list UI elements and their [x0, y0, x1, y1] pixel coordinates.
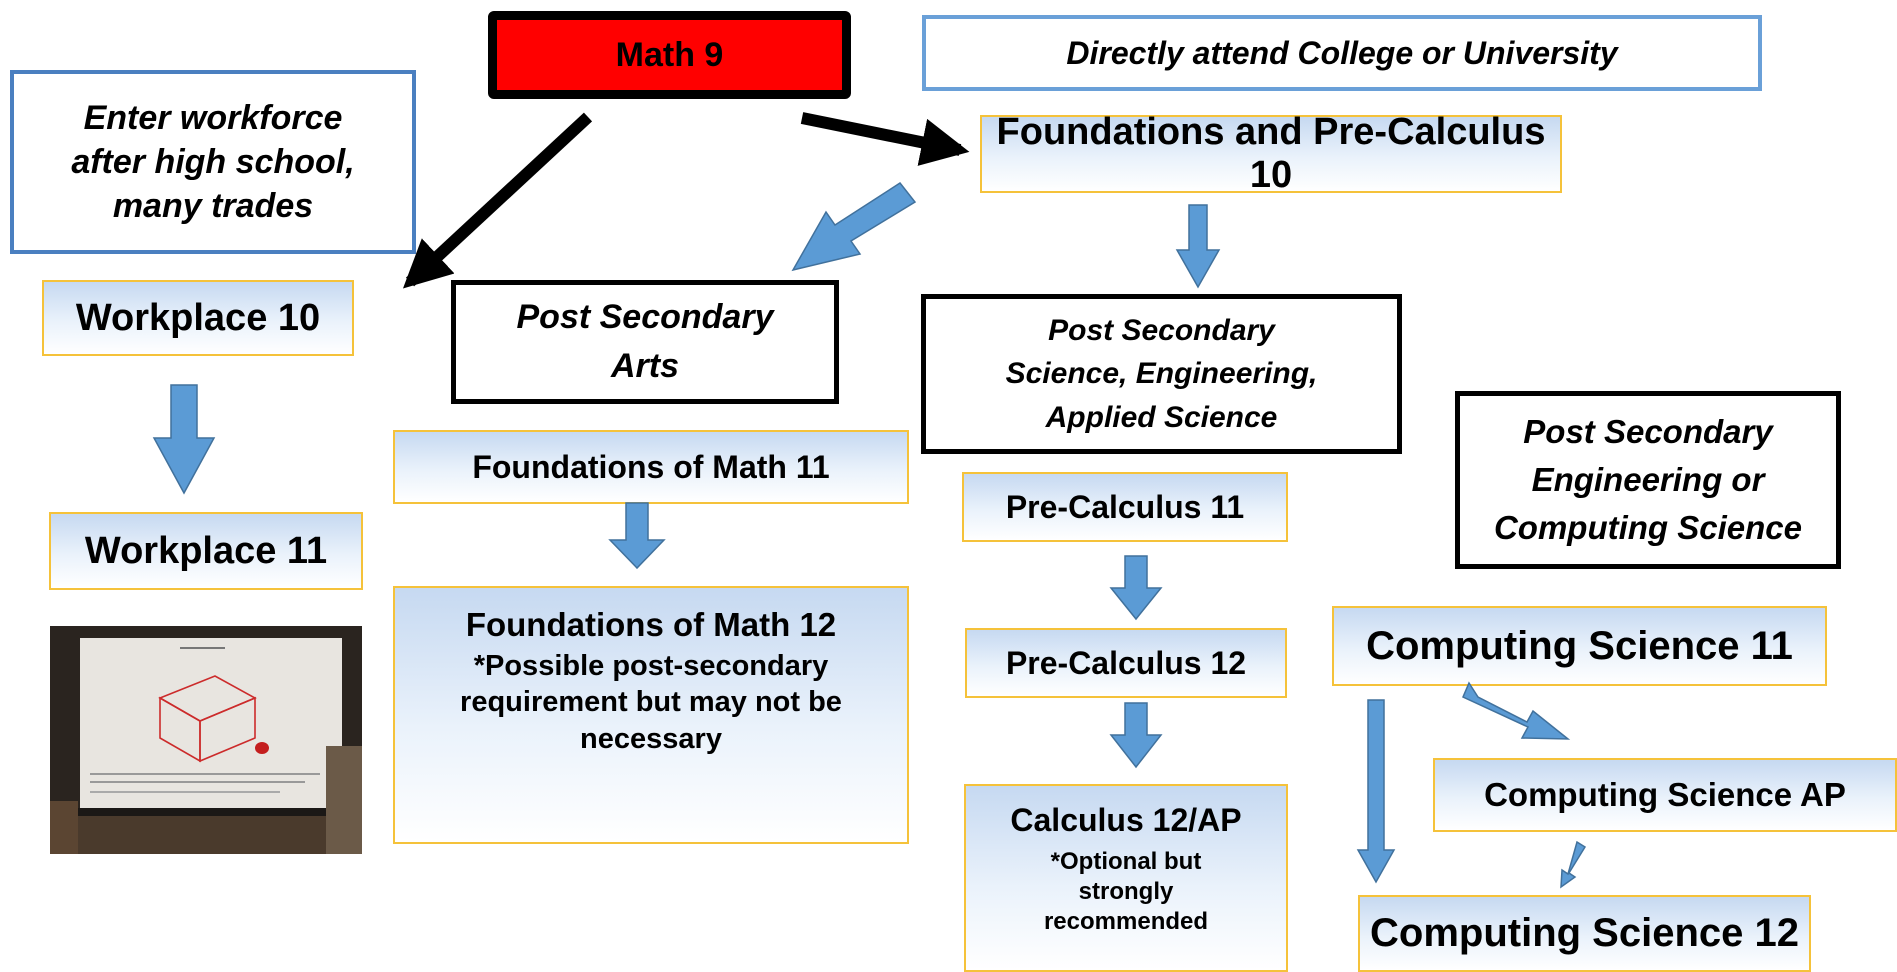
science-line-3: Applied Science [1045, 400, 1278, 434]
arrow-fom11-to-fom12 [608, 502, 666, 570]
arrow-math9-to-workplace10 [402, 112, 593, 289]
science-line-1: Post Secondary [1048, 313, 1275, 347]
precalc11-label: Pre-Calculus 11 [1005, 488, 1245, 525]
cs12-label: Computing Science 12 [1370, 911, 1799, 955]
science-pathway-box: Post Secondary Science, Engineering, App… [921, 294, 1402, 454]
fom12-note-2: requirement but may not be [460, 686, 842, 719]
arrow-math9-to-fpc10 [800, 112, 970, 166]
fpc10-box: Foundations and Pre-Calculus 10 [980, 111, 1562, 196]
engcs-line-2: Engineering or [1531, 461, 1765, 499]
science-line-2: Science, Engineering, [1005, 357, 1318, 391]
cs12-box: Computing Science 12 [1358, 895, 1811, 972]
fom11-box: Foundations of Math 11 [393, 430, 909, 504]
precalc12-label: Pre-Calculus 12 [1005, 644, 1247, 681]
workforce-line-2: after high school, [71, 142, 355, 181]
workforce-line-1: Enter workforce [83, 98, 343, 137]
precalc11-box: Pre-Calculus 11 [962, 472, 1288, 542]
csap-box: Computing Science AP [1433, 758, 1897, 832]
college-pathway-box: Directly attend College or University [922, 15, 1762, 91]
calc12-note-2: strongly [1078, 878, 1174, 905]
workplace10-label: Workplace 10 [75, 296, 321, 339]
fom11-label: Foundations of Math 11 [472, 448, 830, 485]
arrow-fpc10-to-science [1175, 204, 1221, 289]
arts-line-2: Arts [610, 347, 680, 385]
engcs-line-1: Post Secondary [1523, 413, 1773, 451]
college-pathway-label: Directly attend College or University [1066, 34, 1618, 71]
arrow-precalc11-to-precalc12 [1109, 555, 1163, 621]
arts-line-1: Post Secondary [516, 297, 774, 336]
workforce-line-3: many trades [112, 187, 314, 226]
workplace11-box: Workplace 11 [49, 512, 363, 590]
arrow-cs11-to-csap [1462, 681, 1571, 740]
calc12-box: Calculus 12/AP *Optional but strongly re… [964, 784, 1288, 972]
csap-label: Computing Science AP [1484, 776, 1846, 813]
math9-label: Math 9 [615, 35, 724, 74]
calc12-title: Calculus 12/AP [1010, 802, 1242, 838]
monitor-photo-drawing [50, 626, 362, 854]
calc12-note-1: *Optional but [1050, 848, 1202, 875]
arrow-csap-to-cs12 [1560, 840, 1587, 889]
arrow-cs11-to-cs12 [1356, 699, 1396, 884]
engcs-line-3: Computing Science [1493, 508, 1803, 546]
cs11-box: Computing Science 11 [1332, 606, 1827, 686]
fom12-box: Foundations of Math 12 *Possible post-se… [393, 586, 909, 844]
engineering-cs-pathway-box: Post Secondary Engineering or Computing … [1455, 391, 1841, 569]
workforce-pathway-box: Enter workforce after high school, many … [10, 70, 416, 254]
fom12-title: Foundations of Math 12 [465, 606, 837, 643]
arrow-workplace10-to-workplace11 [152, 384, 216, 495]
workplace10-box: Workplace 10 [42, 280, 354, 356]
precalc12-box: Pre-Calculus 12 [965, 628, 1287, 698]
monitor-photo [50, 626, 362, 854]
arrow-precalc12-to-calc12 [1109, 702, 1163, 769]
fom12-note-3: necessary [580, 722, 722, 755]
fom12-note-1: *Possible post-secondary [473, 650, 829, 682]
fpc10-label: Foundations and Pre-Calculus 10 [996, 111, 1546, 196]
workplace11-label: Workplace 11 [84, 529, 328, 572]
math9-box: Math 9 [488, 11, 851, 99]
arts-pathway-box: Post Secondary Arts [451, 280, 839, 404]
arrow-fpc10-to-arts [791, 181, 917, 272]
cs11-label: Computing Science 11 [1366, 623, 1793, 668]
calc12-note-3: recommended [1043, 908, 1209, 935]
